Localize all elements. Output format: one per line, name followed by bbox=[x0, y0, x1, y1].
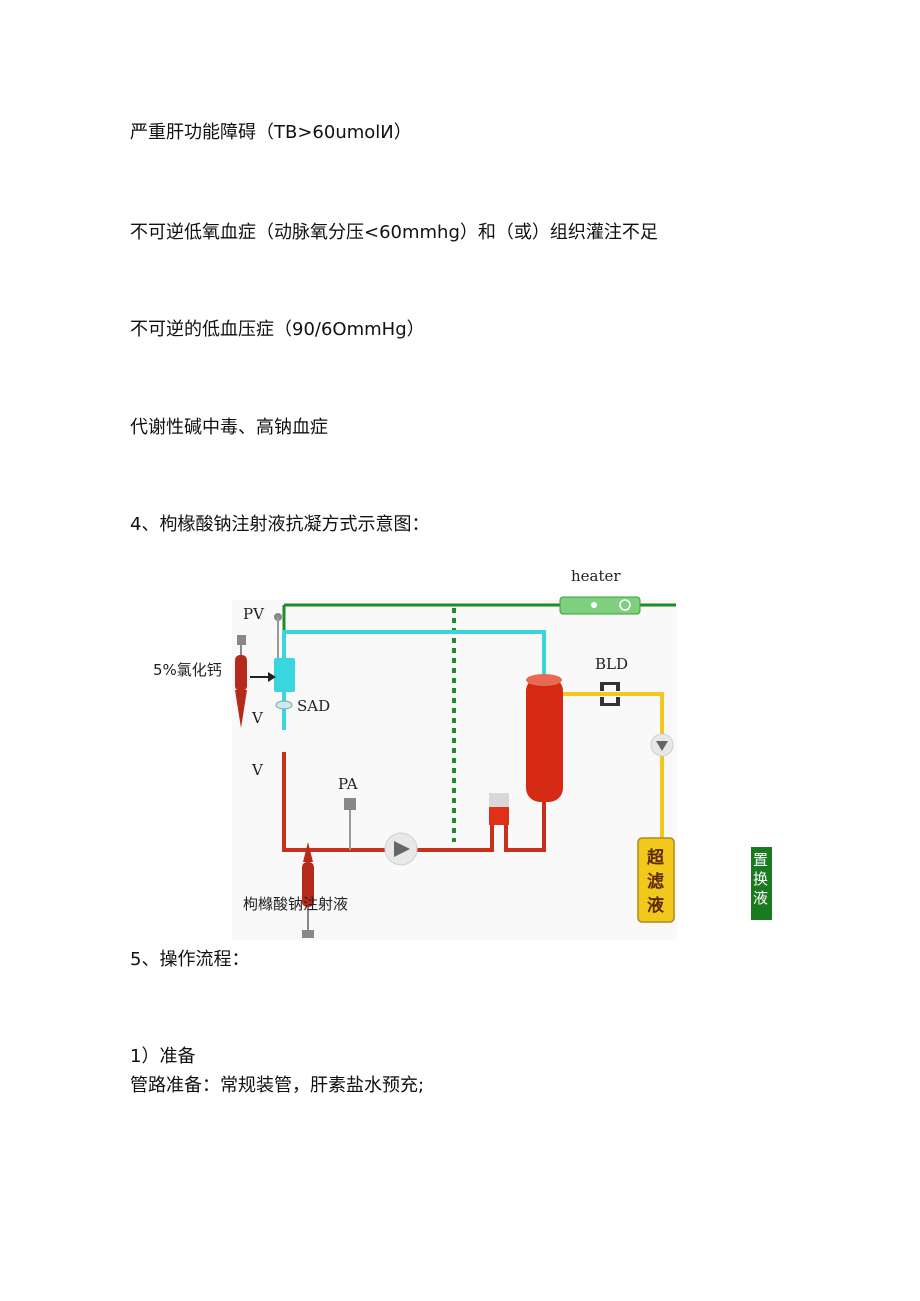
replacement-char-2: 换 bbox=[753, 870, 768, 888]
calcium-syringe-plunger bbox=[237, 635, 246, 645]
filter-top bbox=[526, 674, 562, 686]
replacement-fluid-tag bbox=[751, 847, 772, 920]
replacement-char-1: 置 bbox=[753, 851, 768, 869]
arterial-chamber bbox=[489, 807, 509, 825]
ultrafiltrate-char-2: 滤 bbox=[647, 871, 664, 892]
v-label-2: V bbox=[251, 761, 264, 779]
arterial-chamber-top bbox=[489, 793, 509, 807]
bld-label: BLD bbox=[595, 655, 628, 673]
pump-arrow-icon bbox=[394, 841, 410, 857]
pa-probe bbox=[344, 798, 356, 810]
calcium-syringe-body bbox=[235, 655, 247, 691]
bld-clamp-icon bbox=[600, 682, 620, 706]
heading-procedure: 5、操作流程： bbox=[130, 949, 250, 970]
sad-label: SAD bbox=[297, 697, 330, 715]
text-hypotension: 不可逆的低血压症（90/6OmmHg） bbox=[130, 319, 425, 340]
text-alkalosis: 代谢性碱中毒、高钠血症 bbox=[130, 417, 328, 438]
calcium-label: 5%氯化钙 bbox=[153, 661, 222, 679]
citrate-label: 枸橼酸钠注射液 bbox=[243, 895, 348, 913]
heater-device bbox=[559, 596, 641, 615]
calcium-syringe-needle bbox=[235, 690, 247, 728]
text-hypoxemia: 不可逆低氧血症（动脉氧分压<60mmhg）和（或）组织灌注不足 bbox=[130, 222, 658, 243]
pa-label: PA bbox=[338, 775, 358, 793]
effluent-line bbox=[563, 692, 664, 838]
v-label-1: V bbox=[251, 709, 264, 727]
text-liver-dysfunction: 严重肝功能障碍（TB>60umolИ） bbox=[130, 122, 412, 143]
ultrafiltrate-bag bbox=[637, 837, 675, 923]
heater-label: heater bbox=[571, 567, 621, 585]
sad-detector bbox=[275, 700, 293, 710]
citrate-syringe-needle bbox=[303, 842, 313, 862]
pv-label: PV bbox=[243, 605, 265, 623]
ultrafiltrate-char-1: 超 bbox=[647, 847, 665, 868]
subheading-preparation: 1）准备 bbox=[130, 1046, 196, 1067]
citrate-syringe-body bbox=[302, 862, 314, 907]
heading-anticoagulation-diagram: 4、枸椽酸钠注射液抗凝方式示意图： bbox=[130, 514, 430, 535]
citrate-syringe-plunger bbox=[302, 930, 314, 938]
arterial-line-2 bbox=[504, 800, 546, 852]
effluent-pump-arrow-icon bbox=[656, 741, 668, 751]
text-line-preparation: 管路准备：常规装管，肝素盐水预充; bbox=[130, 1075, 425, 1096]
heater-dot-1 bbox=[591, 602, 597, 608]
venous-chamber bbox=[274, 658, 295, 692]
heater-dot-2 bbox=[619, 599, 631, 611]
calcium-arrow-head bbox=[268, 672, 276, 682]
ultrafiltrate-char-3: 液 bbox=[647, 895, 664, 916]
filter-cartridge bbox=[526, 677, 563, 802]
replacement-char-3: 液 bbox=[753, 889, 768, 907]
